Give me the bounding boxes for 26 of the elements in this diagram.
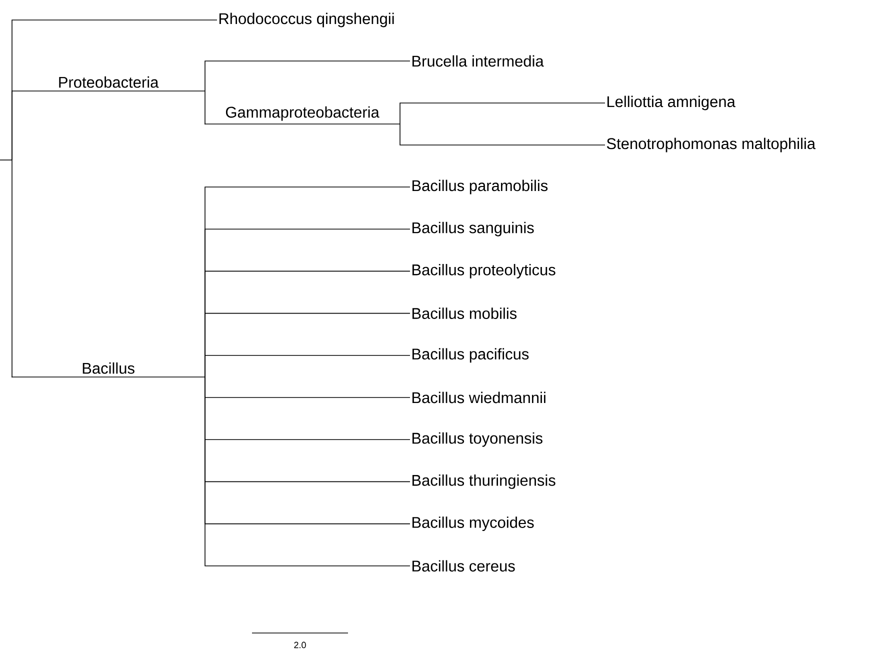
taxon-label: Rhodococcus qingshengii [219,12,394,28]
taxon-label: Bacillus pacificus [412,348,529,363]
clade-branch: Gammaproteobacteria [204,106,400,124]
tree-branch [11,90,12,160]
taxon-label: Bacillus mobilis [412,308,517,319]
taxon-label: Bacillus paramobilis [412,180,548,194]
clade-branch: Proteobacteria [11,76,206,92]
taxon-label: Bacillus sanguinis [412,222,534,236]
taxon-label: Bacillus wiedmannii [412,392,546,404]
tree-branch [204,355,410,378]
tree-branch [204,376,410,566]
scale-label: 2.0 [294,642,306,648]
taxon-label: Bacillus proteolyticus [412,264,556,278]
taxon-label: Bacillus thuringiensis [412,474,556,489]
taxon-label: Bacillus cereus [412,560,515,572]
tree-branch [204,90,206,124]
tree-branch [400,124,606,146]
taxon-label: Bacillus toyonensis [412,432,542,447]
tree-branch [400,102,606,124]
taxon-label: Bacillus mycoides [412,516,534,532]
tree-branch [204,60,410,92]
taxon-label: Lelliottia amnigena [607,96,736,110]
clade-branch: Bacillus [11,362,206,378]
taxon-label: Brucella intermedia [412,55,544,67]
tree-branch [11,160,12,378]
taxon-label: Stenotrophomonas maltophilia [606,138,816,152]
